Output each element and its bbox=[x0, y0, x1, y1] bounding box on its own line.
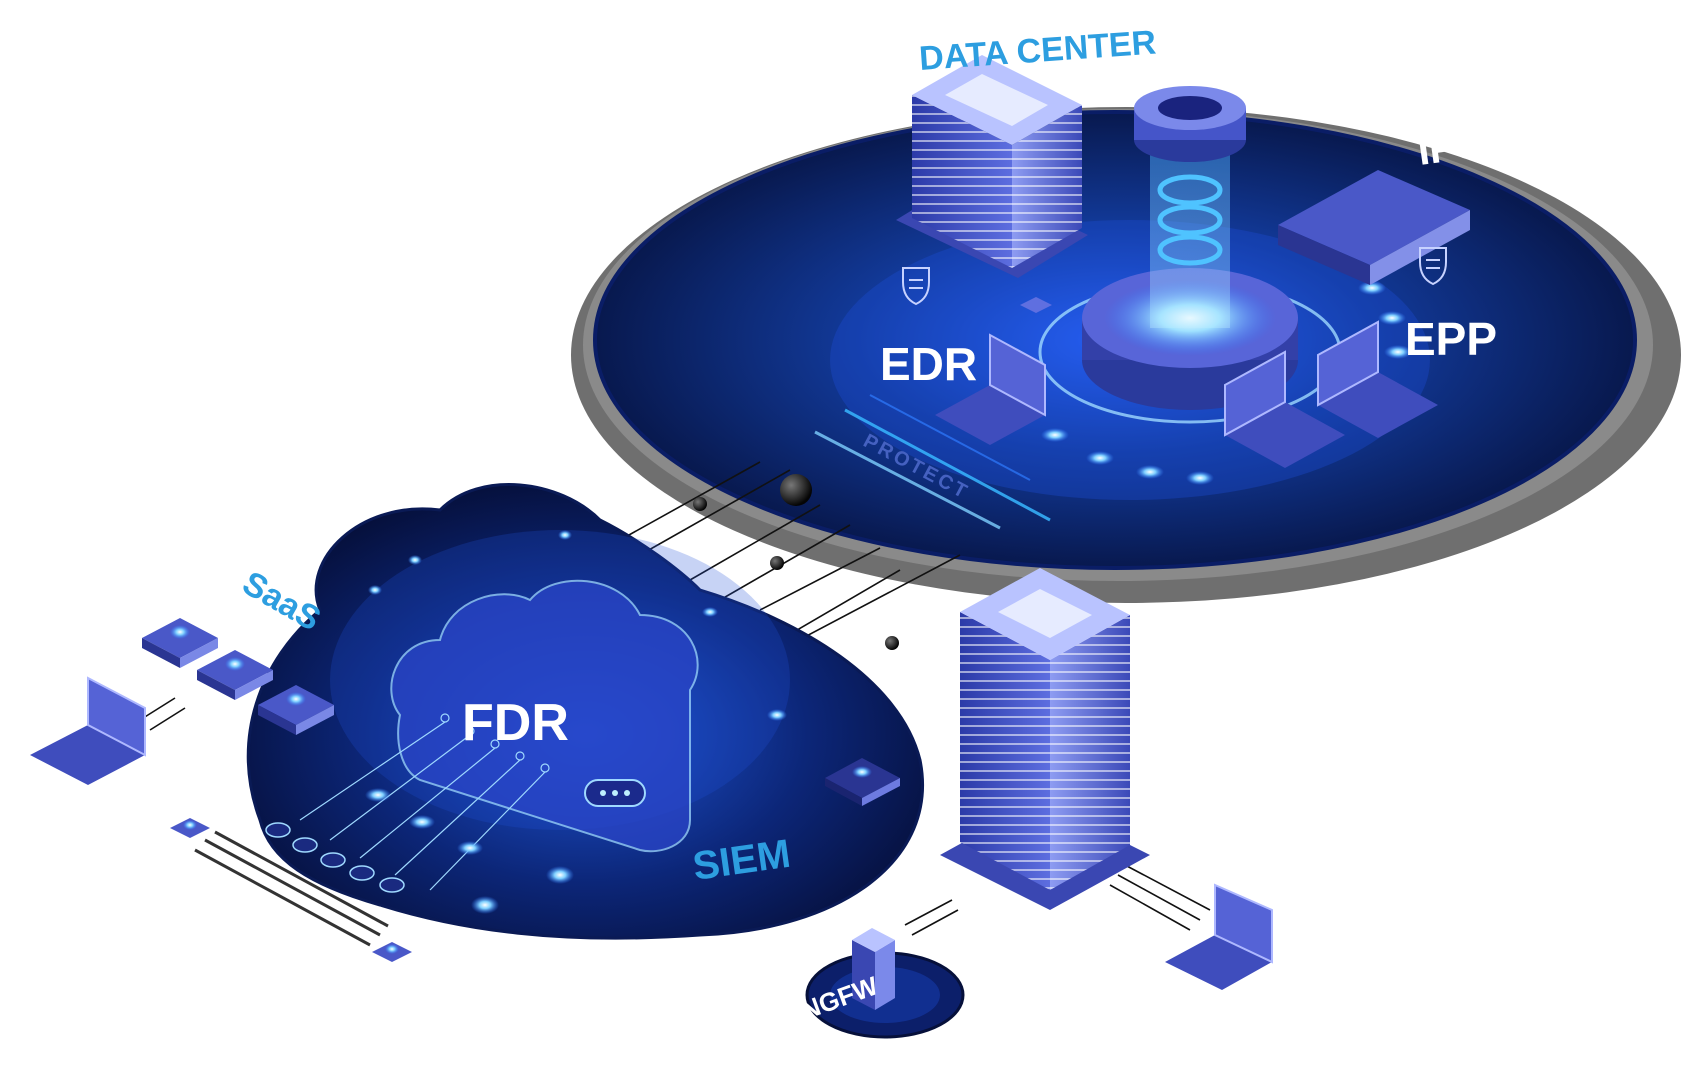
glow-dot-icon bbox=[702, 607, 718, 617]
connection-lines bbox=[139, 461, 1211, 936]
laptop-icon bbox=[1224, 350, 1345, 468]
shield-icon bbox=[1419, 247, 1447, 286]
chip-icon bbox=[170, 818, 210, 838]
glow-dot-icon bbox=[546, 866, 574, 884]
chip-icon bbox=[1020, 297, 1052, 313]
chip-icon bbox=[825, 758, 900, 806]
edr-label: EDR bbox=[880, 338, 977, 390]
laptop-icon bbox=[1165, 883, 1273, 990]
glow-dot-icon bbox=[1086, 451, 1114, 465]
glow-dots bbox=[365, 530, 787, 914]
chip-icon bbox=[197, 650, 273, 700]
glow-dots bbox=[1041, 281, 1412, 485]
glow-dot-icon bbox=[1186, 471, 1214, 485]
glow-dot-icon bbox=[368, 585, 382, 595]
fdr-cloud-platform: FDR SIEM bbox=[246, 483, 924, 940]
glow-dot-icon bbox=[1358, 281, 1386, 295]
saas-label: SaaS bbox=[236, 564, 327, 639]
glow-dot-icon bbox=[767, 709, 787, 721]
fdr-label: FDR bbox=[462, 694, 569, 752]
chip-icon bbox=[258, 685, 334, 735]
datacenter-platform: PROTECT bbox=[571, 86, 1681, 603]
laptop-icon bbox=[1317, 320, 1438, 438]
central-hub bbox=[1038, 86, 1342, 424]
ngfw-platform: NGFW bbox=[797, 928, 965, 1039]
shield-icon bbox=[902, 267, 930, 306]
link-bars bbox=[194, 830, 389, 947]
chip-icon bbox=[142, 618, 218, 668]
glow-dot-icon bbox=[457, 841, 483, 855]
glow-dot-icon bbox=[409, 815, 435, 829]
node-row bbox=[265, 822, 405, 893]
epp-label: EPP bbox=[1405, 313, 1497, 365]
glow-dot-icon bbox=[1136, 465, 1164, 479]
chip-icon bbox=[372, 942, 412, 962]
glow-dot-icon bbox=[1041, 428, 1069, 442]
cloud-icon bbox=[390, 579, 699, 853]
main-tower bbox=[940, 568, 1150, 910]
glow-dot-icon bbox=[408, 555, 422, 565]
laptop-icon bbox=[935, 333, 1046, 445]
server-tower-icon bbox=[852, 928, 895, 1010]
ips-label: IPS bbox=[1415, 121, 1485, 174]
glow-dot-icon bbox=[365, 788, 391, 802]
laptop-icon bbox=[30, 676, 146, 785]
circuit-lines bbox=[299, 713, 550, 891]
data-center-label: DATA CENTER bbox=[918, 24, 1157, 78]
glow-dot-icon bbox=[558, 530, 572, 540]
glow-dot-icon bbox=[1384, 345, 1412, 359]
glow-dot-icon bbox=[471, 896, 499, 914]
glow-dot-icon bbox=[1378, 311, 1406, 325]
protect-streaks bbox=[814, 394, 1051, 530]
